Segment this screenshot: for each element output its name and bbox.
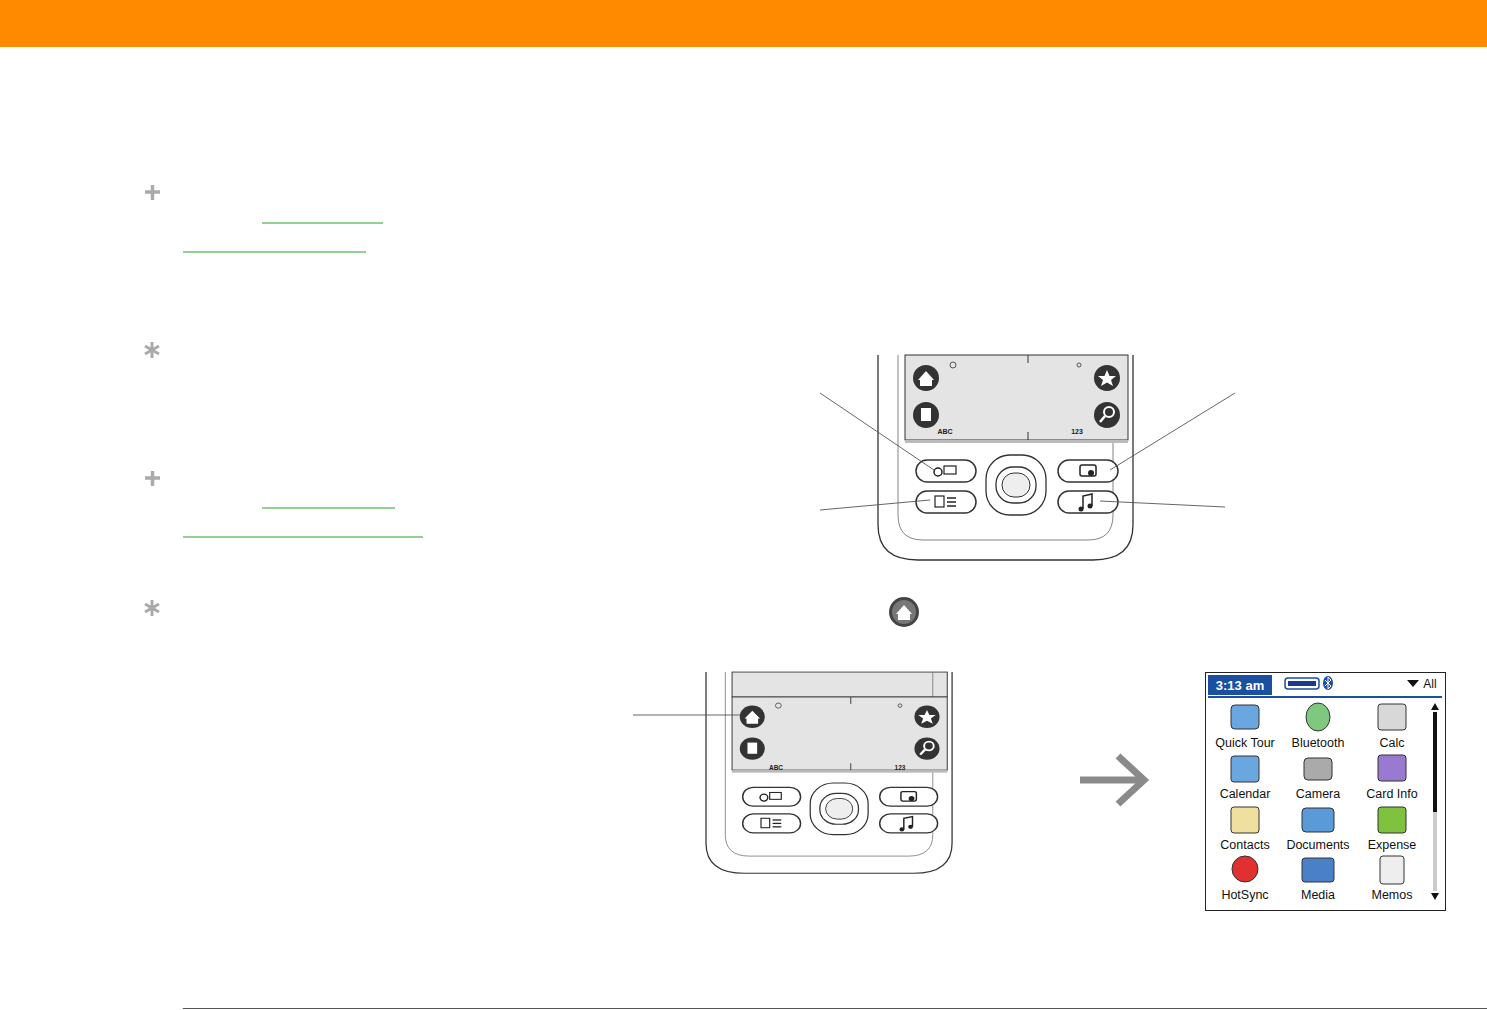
app-name: Media	[1301, 889, 1335, 902]
app-name: Expense	[1368, 839, 1417, 852]
graffiti-mode: ABC	[769, 765, 783, 772]
graffiti-mode: 123	[895, 765, 906, 772]
app-name: Documents	[1286, 839, 1349, 852]
app-name: Bluetooth	[1292, 737, 1345, 750]
app-name: Camera	[1296, 788, 1340, 801]
clock-time: 3:13 am	[1216, 679, 1264, 692]
graffiti-mode: ABC	[937, 428, 952, 435]
app-name: Contacts	[1220, 839, 1269, 852]
app-name: Memos	[1372, 889, 1413, 902]
app-name: Quick Tour	[1215, 737, 1275, 750]
graffiti-mode: 123	[1071, 428, 1083, 435]
app-name: Calendar	[1220, 788, 1271, 801]
app-name: Card Info	[1366, 788, 1417, 801]
app-name: Calc	[1379, 737, 1404, 750]
category-menu: All	[1423, 678, 1436, 690]
app-name: HotSync	[1221, 889, 1268, 902]
